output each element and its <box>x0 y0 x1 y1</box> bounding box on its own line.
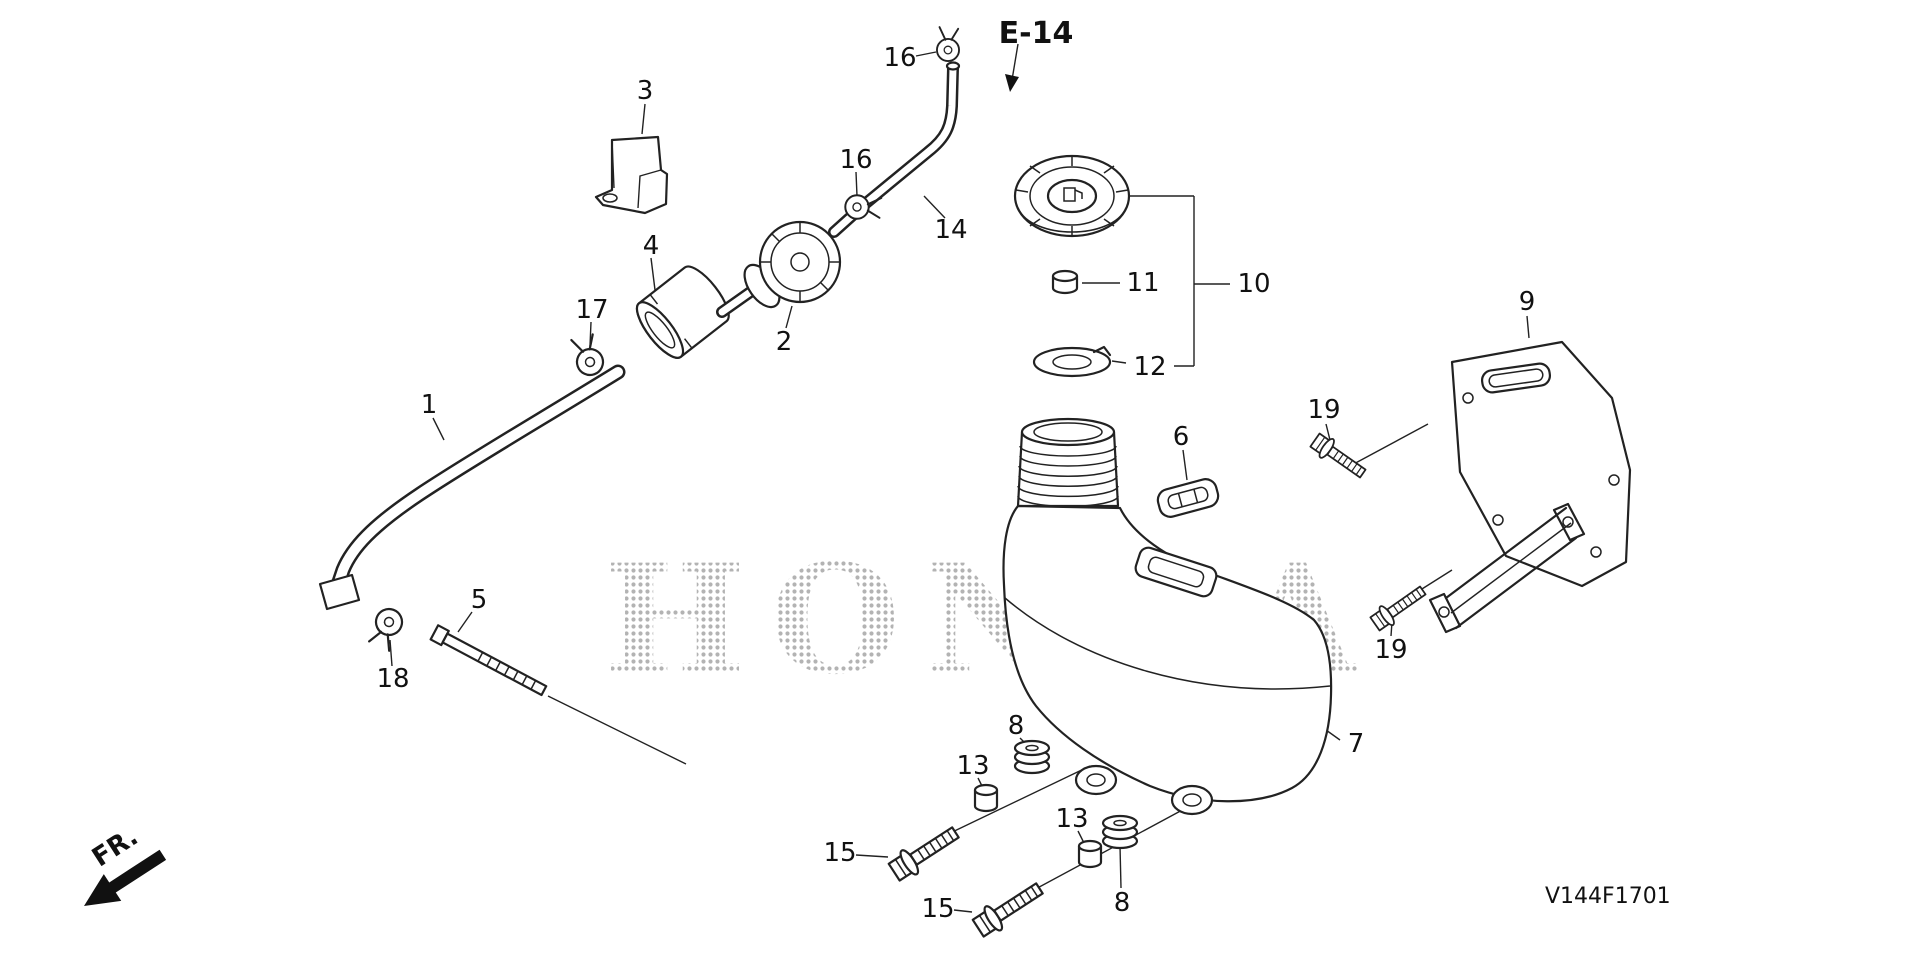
part-label-4: 4 <box>642 231 660 261</box>
part-label-2: 2 <box>775 327 793 357</box>
part-label-14: 14 <box>934 215 968 245</box>
leader-lines <box>389 51 1530 913</box>
part-label-8: 8 <box>1113 888 1131 918</box>
part-label-6: 6 <box>1172 422 1190 452</box>
part-label-9: 9 <box>1518 287 1536 317</box>
part-label-13: 13 <box>1055 804 1089 834</box>
part-label-10: 10 <box>1237 269 1271 299</box>
part-label-13: 13 <box>956 751 990 781</box>
fuel-hose <box>318 364 626 611</box>
cap-gasket <box>1032 345 1112 378</box>
tank-collar-13-lower <box>1077 839 1103 869</box>
tube-clamp-16-upper <box>936 26 960 62</box>
hose-clamp-18 <box>366 604 407 653</box>
part-label-11: 11 <box>1126 268 1160 298</box>
part-label-15: 15 <box>823 838 857 868</box>
diagram-code: V144F1701 <box>1545 884 1671 909</box>
fuel-valve <box>716 208 860 318</box>
part-label-5: 5 <box>470 585 488 615</box>
screw <box>429 624 548 697</box>
part-label-16: 16 <box>839 145 873 175</box>
part-label-7: 7 <box>1347 729 1365 759</box>
part-label-3: 3 <box>636 76 654 106</box>
joint-collar <box>635 265 730 359</box>
hose-clamp-17 <box>567 331 608 380</box>
part-label-8: 8 <box>1007 711 1025 741</box>
tank-grommet-8-lower <box>1101 814 1139 850</box>
part-label-18: 18 <box>376 664 410 694</box>
front-label: FR. <box>87 822 144 873</box>
part-label-16: 16 <box>883 43 917 73</box>
part-label-1: 1 <box>420 390 438 420</box>
small-bracket <box>594 135 669 215</box>
e14-reference-arrow <box>1005 43 1019 92</box>
part-label-15: 15 <box>921 894 955 924</box>
fuel-tank <box>1002 417 1333 816</box>
tank-bolt-15-upper <box>885 819 965 886</box>
tank-rubber <box>1156 478 1220 518</box>
part-label-19: 19 <box>1374 635 1408 665</box>
cap-valve <box>1051 269 1079 295</box>
part-label-17: 17 <box>575 295 609 325</box>
tank-stay-bracket <box>1428 340 1632 634</box>
part-label-12: 12 <box>1133 352 1167 382</box>
tank-bolt-15-lower <box>969 875 1049 942</box>
fuel-cap <box>1013 154 1131 238</box>
reference-label: E-14 <box>999 16 1074 51</box>
fuel-tube <box>848 61 961 219</box>
tank-collar-13-upper <box>973 783 999 813</box>
stay-bolt-19-upper <box>1307 430 1371 484</box>
part-label-19: 19 <box>1307 395 1341 425</box>
front-direction-arrow: FR. <box>84 822 167 906</box>
tank-grommet-8-upper <box>1013 739 1051 775</box>
